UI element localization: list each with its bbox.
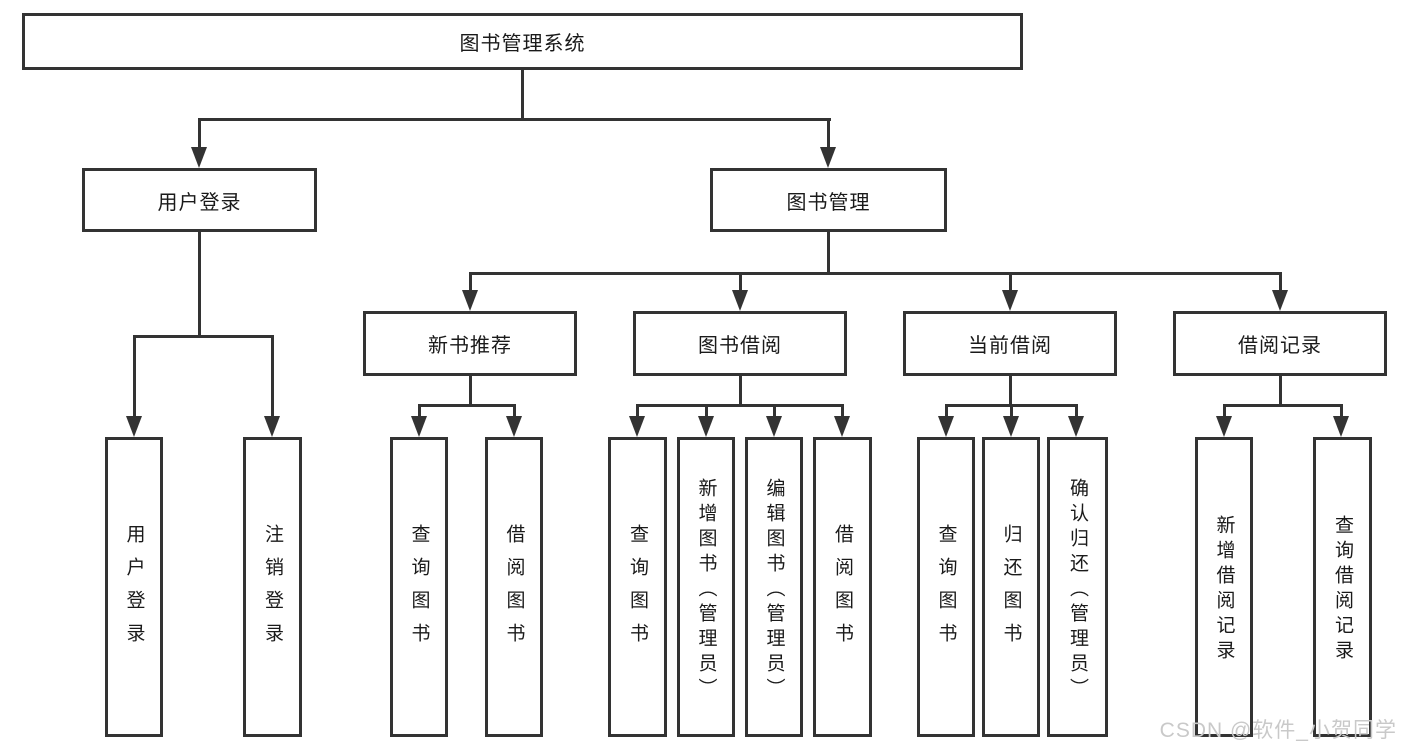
connector-line [1279, 376, 1282, 407]
leaf-add-book-admin-label: 新增图书（管理员） [695, 477, 717, 703]
arrow-down-icon [264, 416, 280, 437]
node-new-book-recommend: 新书推荐 [363, 311, 577, 376]
connector-line [513, 404, 516, 419]
leaf-user-login-label: 用户登录 [123, 524, 145, 656]
arrow-down-icon [1272, 290, 1288, 311]
arrow-down-icon [820, 147, 836, 168]
connector-line [739, 272, 742, 293]
connector-line [198, 118, 831, 121]
arrow-down-icon [732, 290, 748, 311]
node-borrow-records: 借阅记录 [1173, 311, 1387, 376]
node-book-management-label: 图书管理 [786, 191, 871, 214]
connector-line [636, 404, 844, 407]
connector-line [1075, 404, 1078, 419]
arrow-down-icon [1002, 290, 1018, 311]
leaf-query-borrow-record-label: 查询借阅记录 [1332, 515, 1353, 665]
leaf-confirm-return-admin-label: 确认归还（管理员） [1067, 477, 1088, 703]
arrow-down-icon [462, 290, 478, 311]
connector-line [469, 272, 1282, 275]
node-book-management: 图书管理 [710, 168, 947, 232]
leaf-query-books-recommend-label: 查询图书 [408, 524, 430, 656]
leaf-logout-label: 注销登录 [262, 524, 283, 656]
leaf-edit-book-admin: 编辑图书（管理员） [745, 437, 803, 737]
leaf-add-borrow-record: 新增借阅记录 [1195, 437, 1253, 737]
leaf-return-book-label: 归还图书 [1000, 524, 1022, 656]
node-current-borrow-label: 当前借阅 [968, 335, 1052, 357]
connector-line [705, 404, 708, 419]
connector-line [418, 404, 516, 407]
arrow-down-icon [766, 416, 782, 437]
connector-line [1279, 272, 1282, 293]
connector-line [1340, 404, 1343, 419]
node-root-label: 图书管理系统 [459, 33, 586, 55]
node-user-login-label: 用户登录 [157, 191, 242, 214]
connector-line [636, 404, 639, 419]
connector-line [1223, 404, 1343, 407]
node-new-book-recommend-label: 新书推荐 [428, 335, 512, 357]
leaf-return-book: 归还图书 [982, 437, 1040, 737]
connector-line [198, 118, 201, 151]
leaf-query-books-current: 查询图书 [917, 437, 975, 737]
arrow-down-icon [1068, 416, 1084, 437]
leaf-user-login: 用户登录 [105, 437, 163, 737]
arrow-down-icon [698, 416, 714, 437]
connector-line [945, 404, 948, 419]
arrow-down-icon [411, 416, 427, 437]
node-user-login: 用户登录 [82, 168, 317, 232]
connector-line [133, 335, 136, 419]
connector-line [827, 232, 830, 275]
leaf-borrow-books-2-label: 借阅图书 [832, 524, 853, 656]
leaf-query-books-borrow: 查询图书 [608, 437, 667, 737]
connector-line [841, 404, 844, 419]
leaf-borrow-books-recommend-label: 借阅图书 [503, 524, 525, 656]
connector-line [1010, 404, 1013, 419]
connector-line [418, 404, 421, 419]
watermark: CSDN @软件_小贺同学 [1159, 719, 1397, 742]
leaf-query-borrow-record: 查询借阅记录 [1313, 437, 1372, 737]
arrow-down-icon [938, 416, 954, 437]
connector-line [198, 232, 201, 338]
leaf-edit-book-admin-label: 编辑图书（管理员） [763, 477, 785, 703]
arrow-down-icon [506, 416, 522, 437]
node-root: 图书管理系统 [22, 13, 1023, 70]
leaf-logout: 注销登录 [243, 437, 302, 737]
arrow-down-icon [191, 147, 207, 168]
node-book-borrow: 图书借阅 [633, 311, 847, 376]
leaf-confirm-return-admin: 确认归还（管理员） [1047, 437, 1108, 737]
leaf-query-books-current-label: 查询图书 [935, 524, 957, 656]
arrow-down-icon [126, 416, 142, 437]
connector-line [773, 404, 776, 419]
connector-line [1009, 272, 1012, 293]
leaf-borrow-books-recommend: 借阅图书 [485, 437, 543, 737]
connector-line [469, 272, 472, 293]
arrow-down-icon [1216, 416, 1232, 437]
connector-line [469, 376, 472, 407]
leaf-add-borrow-record-label: 新增借阅记录 [1213, 515, 1235, 665]
arrow-down-icon [1003, 416, 1019, 437]
node-book-borrow-label: 图书借阅 [698, 335, 782, 357]
connector-line [133, 335, 274, 338]
arrow-down-icon [1333, 416, 1349, 437]
connector-line [827, 118, 830, 151]
leaf-borrow-books-2: 借阅图书 [813, 437, 872, 737]
node-current-borrow: 当前借阅 [903, 311, 1117, 376]
connector-line [1009, 376, 1012, 407]
connector-line [521, 70, 524, 121]
arrow-down-icon [834, 416, 850, 437]
arrow-down-icon [629, 416, 645, 437]
leaf-add-book-admin: 新增图书（管理员） [677, 437, 735, 737]
leaf-query-books-recommend: 查询图书 [390, 437, 448, 737]
leaf-query-books-borrow-label: 查询图书 [627, 524, 648, 656]
connector-line [739, 376, 742, 407]
connector-line [1223, 404, 1226, 419]
node-borrow-records-label: 借阅记录 [1238, 335, 1322, 357]
connector-line [271, 335, 274, 419]
